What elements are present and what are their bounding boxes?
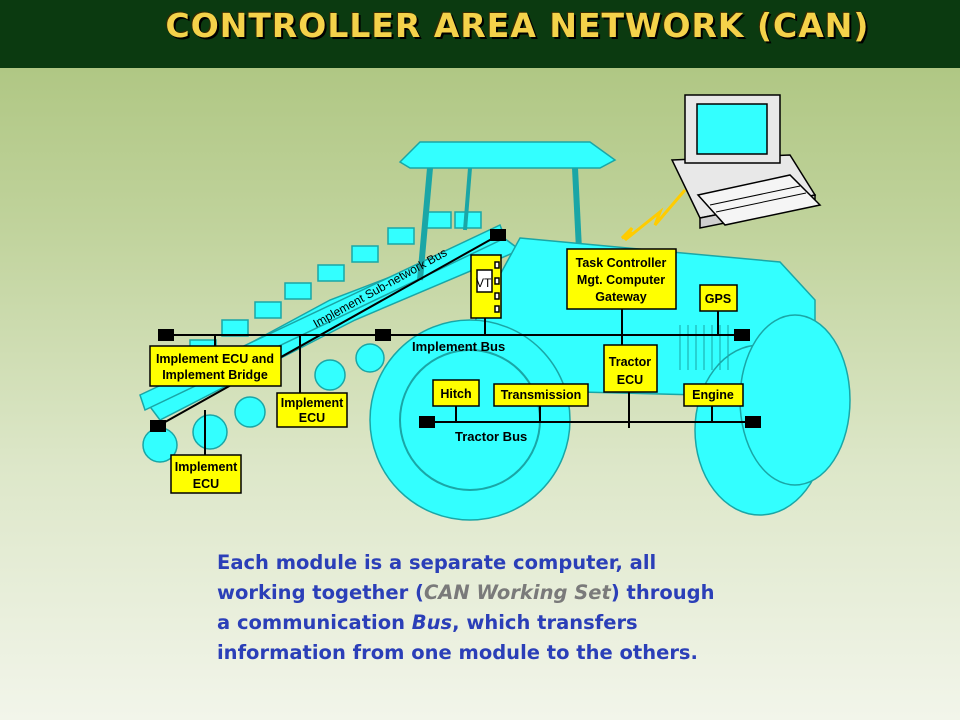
implement-ecu-module-b (170, 454, 242, 494)
vt-screen (476, 269, 493, 293)
tractor-ecu-line-1: Tractor (609, 355, 652, 369)
implement-ecu-a-line-2: ECU (299, 411, 325, 425)
page-title: CONTROLLER AREA NETWORK (CAN) (165, 6, 870, 45)
implement-ecu-b-line-2: ECU (193, 477, 219, 491)
wireless-link-icon (620, 189, 687, 242)
gps-label: GPS (705, 292, 731, 306)
caption-text: Each module is a separate computer, all … (217, 548, 727, 668)
tractor-ecu-module (603, 344, 658, 393)
engine-label: Engine (692, 388, 734, 402)
task-controller-module (566, 248, 677, 310)
bus-lines (157, 235, 752, 455)
hitch-label: Hitch (440, 387, 471, 401)
implement-ecu-module-a (276, 392, 348, 428)
caption-bus-word: Bus (411, 611, 453, 634)
task-controller-line-3: Gateway (595, 290, 646, 304)
implement-bridge-module (149, 345, 282, 387)
implement-bridge-line-1: Implement ECU and (156, 352, 274, 366)
gps-module (699, 284, 738, 312)
tractor (369, 141, 851, 521)
transmission-label: Transmission (501, 388, 582, 402)
desktop-computer-icon (670, 94, 822, 229)
task-controller-line-1: Task Controller (576, 256, 667, 270)
hitch-module (432, 379, 480, 407)
transmission-module (493, 383, 589, 407)
title-bar: CONTROLLER AREA NETWORK (CAN) (0, 0, 960, 68)
caption-highlight: CAN Working Set (423, 581, 611, 604)
implement-bridge-line-2: Implement Bridge (162, 368, 268, 382)
caption-part-2: ) through a communication (217, 581, 715, 634)
caption-part-3: , which transfers information from one m… (217, 611, 698, 664)
caption-part-1: Each module is a separate computer, all … (217, 551, 657, 604)
implement-ecu-b-line-1: Implement (175, 460, 238, 474)
implement-ecu-a-line-1: Implement (281, 396, 344, 410)
implement-bus-label: Implement Bus (412, 339, 505, 354)
tractor-bus-label: Tractor Bus (455, 429, 527, 444)
tractor-ecu-line-2: ECU (617, 373, 643, 387)
task-controller-line-2: Mgt. Computer (577, 273, 665, 287)
vt-label: VT (476, 276, 492, 290)
bus-terminators (150, 229, 761, 432)
engine-module (683, 383, 744, 407)
